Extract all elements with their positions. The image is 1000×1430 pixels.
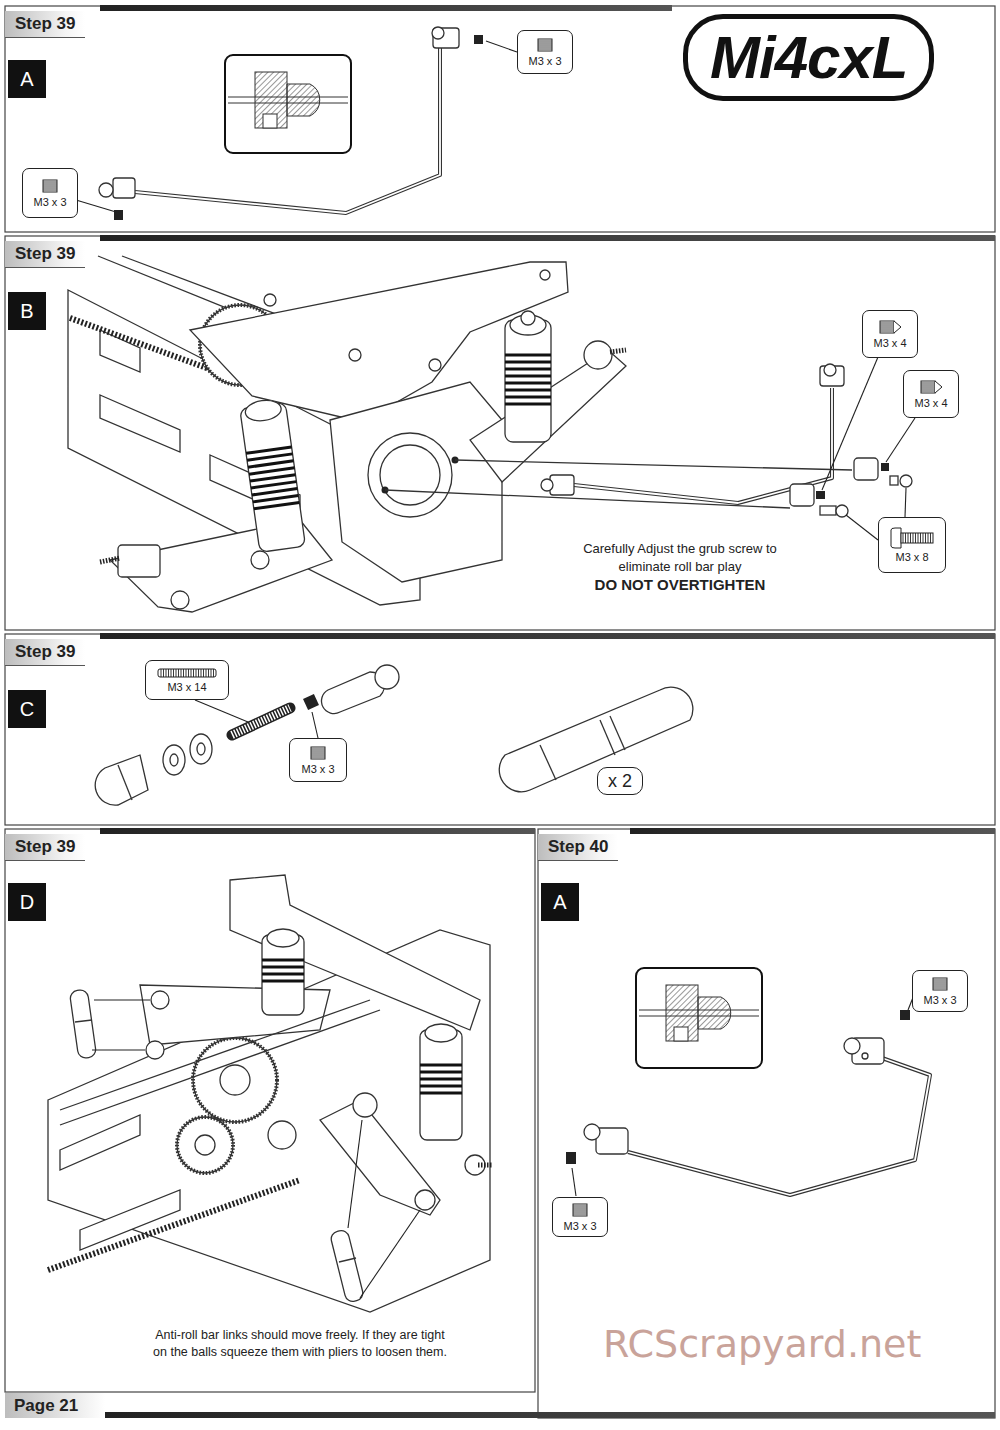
screw-size: M3 x 4 xyxy=(873,337,906,349)
quantity-label: x 2 xyxy=(608,771,632,792)
screw-size: M3 x 3 xyxy=(528,55,561,67)
watermark: RCScrapyard.net xyxy=(603,1322,921,1366)
quantity-box: x 2 xyxy=(597,767,643,795)
warning-note: DO NOT OVERTIGHTEN xyxy=(540,576,820,593)
screw-size: M3 x 8 xyxy=(895,551,928,563)
screw-icon xyxy=(40,178,60,194)
part-callout: M3 x 4 xyxy=(903,370,959,418)
screw-icon xyxy=(570,1202,590,1218)
screw-size: M3 x 3 xyxy=(301,763,334,775)
substep-letter: A xyxy=(8,60,46,98)
substep-letter: B xyxy=(8,292,46,330)
brand-logo: Mi4cxL xyxy=(683,14,934,101)
substep-label: A xyxy=(553,891,566,914)
screw-icon xyxy=(156,667,218,679)
screw-icon xyxy=(930,976,950,992)
part-callout: M3 x 4 xyxy=(862,310,918,358)
step-tab: Step 39 xyxy=(5,11,85,38)
screw-size: M3 x 3 xyxy=(923,994,956,1006)
step-tab: Step 39 xyxy=(5,639,85,666)
step-tab: Step 39 xyxy=(5,834,85,861)
substep-label: B xyxy=(20,300,33,323)
screw-size: M3 x 4 xyxy=(914,397,947,409)
assembly-note: Carefully Adjust the grub screw to elimi… xyxy=(565,540,795,575)
step-tab: Step 40 xyxy=(538,834,618,861)
step-label: Step 40 xyxy=(548,837,608,856)
step-tab: Step 39 xyxy=(5,241,85,268)
step-label: Step 39 xyxy=(15,642,75,661)
part-callout: M3 x 14 xyxy=(145,660,229,700)
step-label: Step 39 xyxy=(15,244,75,263)
page-number: Page 21 xyxy=(14,1396,78,1416)
part-callout: M3 x 3 xyxy=(552,1197,608,1237)
screw-icon xyxy=(535,37,555,53)
assembly-note: Anti-roll bar links should move freely. … xyxy=(150,1327,450,1361)
step-label: Step 39 xyxy=(15,14,75,33)
screw-icon xyxy=(877,319,903,335)
screw-icon xyxy=(889,527,935,549)
substep-letter: D xyxy=(8,883,46,921)
part-callout: M3 x 8 xyxy=(878,517,946,573)
screw-size: M3 x 3 xyxy=(563,1220,596,1232)
substep-letter: A xyxy=(541,883,579,921)
part-callout: M3 x 3 xyxy=(22,168,78,218)
substep-letter: C xyxy=(8,690,46,728)
part-callout: M3 x 3 xyxy=(289,738,347,782)
screw-icon xyxy=(308,745,328,761)
part-callout: M3 x 3 xyxy=(912,970,968,1012)
step-label: Step 39 xyxy=(15,837,75,856)
screw-size: M3 x 3 xyxy=(33,196,66,208)
screw-icon xyxy=(918,379,944,395)
part-callout: M3 x 3 xyxy=(517,30,573,74)
substep-label: A xyxy=(20,68,33,91)
screw-size: M3 x 14 xyxy=(167,681,206,693)
substep-label: D xyxy=(20,891,34,914)
substep-label: C xyxy=(20,698,34,721)
